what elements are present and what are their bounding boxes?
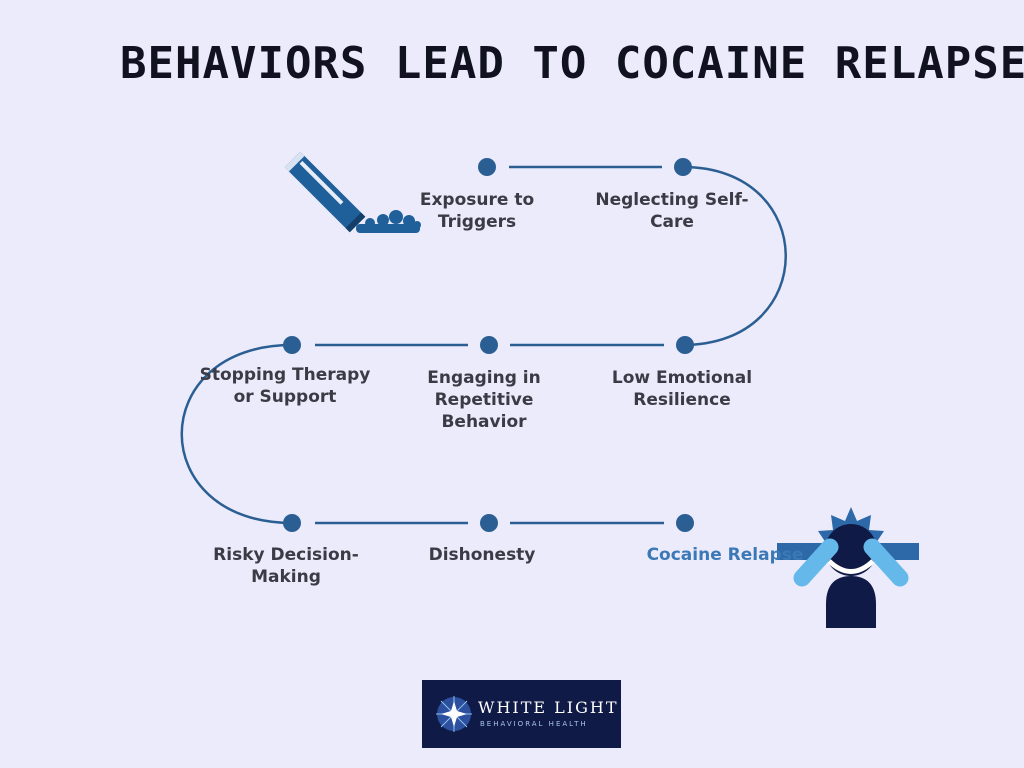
- brand-logo: WHITE LIGHT BEHAVIORAL HEALTH: [422, 680, 621, 748]
- step-node-6: [283, 514, 301, 532]
- logo-name: WHITE LIGHT: [478, 698, 619, 717]
- step-label-exposure-to-triggers: Exposure to Triggers: [419, 190, 535, 232]
- step-node-3: [676, 336, 694, 354]
- step-node-1: [478, 158, 496, 176]
- step-label-low-emotional-resilience: Low Emotional Resilience: [611, 368, 753, 410]
- step-label-risky-decision-making: Risky Decision-Making: [213, 545, 359, 587]
- connector-curve-left: [180, 343, 293, 525]
- step-label-neglecting-self-care: Neglecting Self-Care: [595, 190, 749, 232]
- distressed-person-icon: [777, 507, 919, 628]
- step-label-cocaine-relapse: Cocaine Relapse: [646, 545, 804, 565]
- step-node-2: [674, 158, 692, 176]
- step-label-stopping-therapy-or-support: Stopping Therapy or Support: [199, 365, 371, 407]
- step-node-7: [480, 514, 498, 532]
- step-label-dishonesty: Dishonesty: [428, 545, 536, 565]
- star-burst-icon: [436, 696, 472, 732]
- page-title: BEHAVIORS LEAD TO COCAINE RELAPSE: [120, 38, 1024, 89]
- step-node-5: [283, 336, 301, 354]
- cocaine-snorting-tube-icon: [284, 151, 421, 233]
- logo-subtitle: BEHAVIORAL HEALTH: [480, 720, 588, 728]
- step-node-8: [676, 514, 694, 532]
- step-label-engaging-in-repetitive-behavior: Engaging in Repetitive Behavior: [427, 368, 541, 432]
- step-node-4: [480, 336, 498, 354]
- connector-curve-right: [682, 165, 787, 347]
